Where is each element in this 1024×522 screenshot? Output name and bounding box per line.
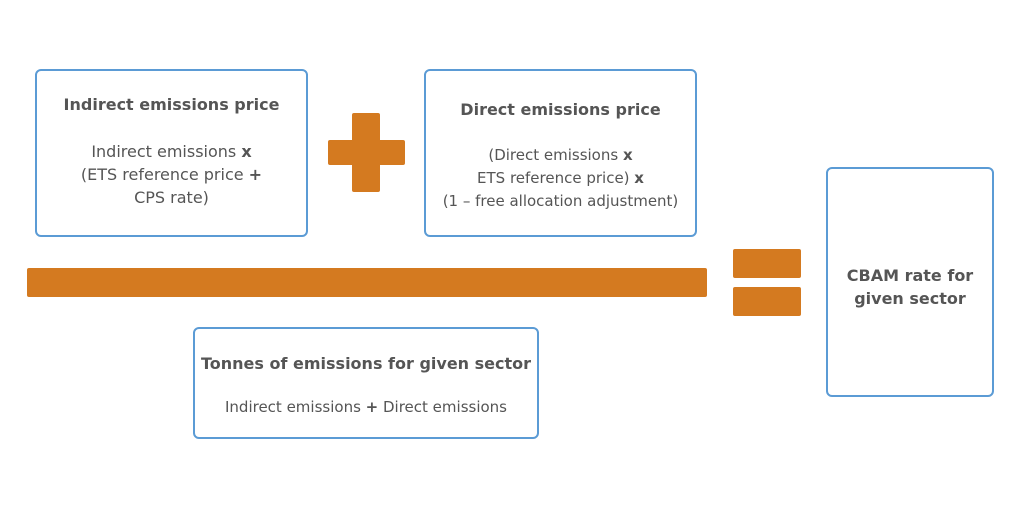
direct-emissions-price-box: Direct emissions price (Direct emissions…	[424, 69, 697, 237]
indirect-formula-line-2-text: (ETS reference price	[80, 165, 249, 184]
equals-icon-top-bar	[733, 249, 801, 278]
direct-formula-line-3: (1 – free allocation adjustment)	[442, 192, 679, 210]
tonnes-formula-left: Indirect emissions	[225, 398, 366, 416]
direct-formula-line-1-text: (Direct emissions	[488, 146, 623, 164]
direct-formula-line-2-text: ETS reference price)	[477, 169, 635, 187]
plus-operator: +	[248, 165, 263, 184]
equals-icon-bottom-bar	[733, 287, 801, 316]
cbam-rate-title-line-1: CBAM rate for	[846, 266, 974, 285]
multiply-operator: x	[634, 169, 644, 187]
tonnes-formula: Indirect emissions + Direct emissions	[195, 396, 537, 419]
indirect-formula-line-1-text: Indirect emissions	[91, 142, 242, 161]
cbam-rate-title-line-2: given sector	[854, 289, 966, 308]
tonnes-of-emissions-box: Tonnes of emissions for given sector Ind…	[193, 327, 539, 439]
direct-formula-line-1: (Direct emissions x	[426, 144, 695, 167]
direct-emissions-price-title: Direct emissions price	[460, 100, 661, 119]
cbam-rate-box: CBAM rate for given sector	[826, 167, 994, 397]
indirect-formula-line-1: Indirect emissions x	[37, 140, 306, 163]
multiply-operator: x	[622, 146, 633, 164]
multiply-operator: x	[241, 142, 252, 161]
plus-icon-vertical	[352, 113, 380, 192]
division-bar	[27, 268, 707, 297]
tonnes-of-emissions-title: Tonnes of emissions for given sector	[200, 354, 532, 373]
indirect-formula-line-3: CPS rate)	[134, 188, 209, 207]
indirect-emissions-price-box: Indirect emissions price Indirect emissi…	[35, 69, 308, 237]
indirect-formula-line-2: (ETS reference price +	[37, 163, 306, 186]
direct-emissions-formula: (Direct emissions x ETS reference price)…	[426, 144, 695, 213]
direct-formula-line-2: ETS reference price) x	[426, 167, 695, 190]
plus-operator: +	[365, 398, 379, 416]
tonnes-formula-right: Direct emissions	[378, 398, 507, 416]
indirect-emissions-formula: Indirect emissions x (ETS reference pric…	[37, 140, 306, 209]
indirect-emissions-price-title: Indirect emissions price	[63, 95, 280, 114]
cbam-rate-title: CBAM rate for given sector	[828, 264, 992, 310]
